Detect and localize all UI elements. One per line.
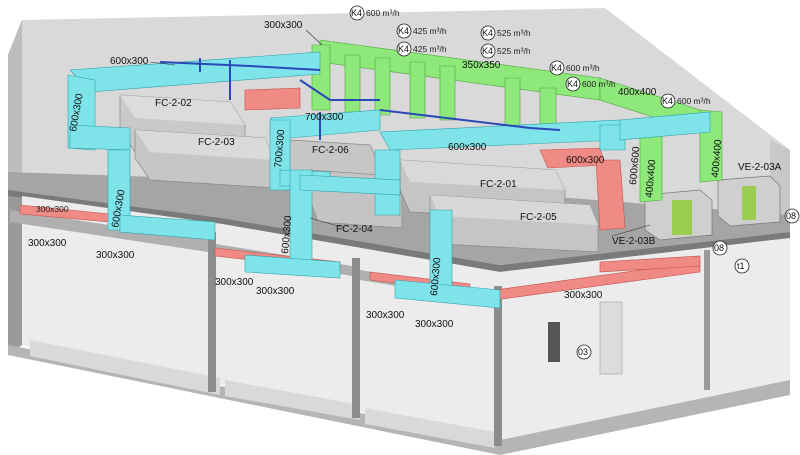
duct-size-label: 300x300: [96, 250, 135, 261]
unit-labels: FC-2-02 FC-2-03 FC-2-06 FC-2-01 FC-2-04 …: [155, 98, 782, 247]
duct-size-labels: 300x300 600x300 600x300 700x300 700x300 …: [28, 20, 724, 330]
duct-size-label: 400x400: [644, 159, 658, 199]
label-fc-2-05: FC-2-05: [520, 212, 557, 223]
duct-size-label: 700x300: [273, 129, 287, 169]
flow-tag: K4 600 m³/h: [565, 76, 616, 92]
svg-text:425 m³/h: 425 m³/h: [413, 26, 447, 36]
svg-text:K4: K4: [567, 79, 578, 89]
svg-text:K4: K4: [398, 44, 409, 54]
callout-03: 03: [576, 344, 592, 360]
duct-size-label: 600x300: [566, 155, 605, 166]
callout-t1: t1: [734, 258, 750, 274]
svg-text:t1: t1: [737, 261, 745, 271]
label-fc-2-04: FC-2-04: [336, 224, 373, 235]
label-fc-2-01: FC-2-01: [480, 179, 517, 190]
flow-tags: K4 600 m³/h K4 425 m³/h K4 525 m³/h K4 4…: [349, 5, 711, 109]
svg-text:K4: K4: [398, 26, 409, 36]
svg-text:K4: K4: [662, 96, 673, 106]
duct-size-label: 600x300: [429, 257, 443, 297]
flow-tag: K4 425 m³/h: [396, 41, 447, 57]
label-fc-2-03: FC-2-03: [198, 137, 235, 148]
flow-tag: K4 600 m³/h: [349, 5, 400, 21]
svg-text:425 m³/h: 425 m³/h: [413, 44, 447, 54]
flow-tag: K4 525 m³/h: [480, 25, 531, 41]
piping: [159, 58, 561, 140]
duct-size-label: 600x300: [448, 142, 487, 153]
label-ve-2-03a: VE-2-03A: [738, 162, 782, 173]
svg-text:K4: K4: [482, 28, 493, 38]
duct-size-label: 300x300: [215, 277, 254, 288]
svg-text:600 m³/h: 600 m³/h: [366, 8, 400, 18]
flow-tag: K4 525 m³/h: [480, 43, 531, 59]
duct-size-label: 300x300: [415, 319, 454, 330]
svg-text:K4: K4: [351, 8, 362, 18]
duct-size-label: 300x300: [28, 238, 67, 249]
duct-size-label: 600x300: [280, 215, 294, 255]
svg-text:600 m³/h: 600 m³/h: [566, 63, 600, 73]
exhaust-ducts: [311, 39, 723, 203]
svg-text:525 m³/h: 525 m³/h: [497, 46, 531, 56]
supply-ducts: [67, 51, 711, 309]
fan-coil-units: [119, 94, 781, 253]
label-fc-2-02: FC-2-02: [155, 98, 192, 109]
duct-size-label: 300x300: [256, 286, 295, 297]
duct-size-label: 700x300: [305, 112, 344, 123]
callouts: 08 08 t1 03: [576, 208, 800, 360]
svg-text:K4: K4: [482, 46, 493, 56]
duct-size-label: 300x300: [264, 20, 303, 31]
svg-text:K4: K4: [551, 63, 562, 73]
flow-tag: K4 600 m³/h: [549, 60, 600, 76]
label-fc-2-06: FC-2-06: [312, 145, 349, 156]
svg-text:08: 08: [786, 211, 796, 221]
svg-text:525 m³/h: 525 m³/h: [497, 28, 531, 38]
duct-size-label: 600x300: [110, 56, 149, 67]
svg-text:03: 03: [578, 347, 588, 357]
flow-tag: K4 600 m³/h: [660, 93, 711, 109]
callout-08-mid: 08: [712, 240, 728, 256]
svg-text:600 m³/h: 600 m³/h: [582, 79, 616, 89]
flow-tag: K4 425 m³/h: [396, 23, 447, 39]
duct-size-label: 600x600: [628, 146, 642, 186]
svg-text:600 m³/h: 600 m³/h: [677, 96, 711, 106]
duct-size-label: 350x350: [462, 60, 501, 71]
duct-size-label: 300x300: [366, 310, 405, 321]
duct-size-label: 400x400: [710, 139, 724, 179]
label-ve-2-03b: VE-2-03B: [612, 236, 656, 247]
duct-size-label: 300x300: [564, 290, 603, 301]
svg-text:08: 08: [714, 243, 724, 253]
duct-size-label: 300x300: [36, 204, 69, 214]
callout-08-top: 08: [784, 208, 800, 224]
duct-size-label: 400x400: [618, 87, 657, 98]
